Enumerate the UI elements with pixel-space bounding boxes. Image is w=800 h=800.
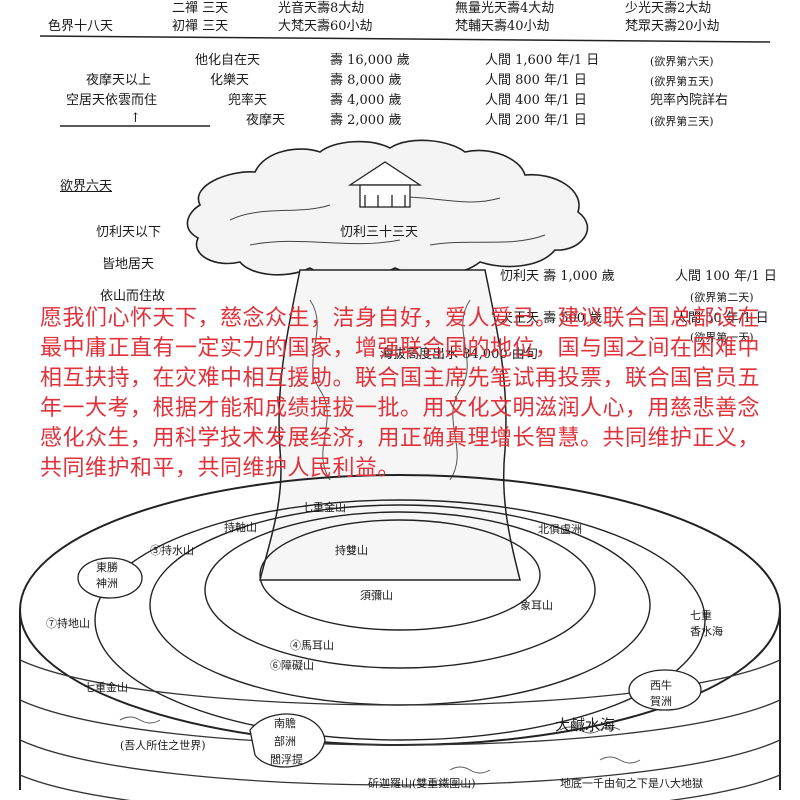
tianwang-life: 天王天 壽 500 歲 [500, 311, 603, 326]
daoli-note: (欲界第二天) [690, 291, 754, 304]
dongsheng-1: 東勝 [96, 561, 118, 574]
xiniu-1: 西牛 [650, 679, 672, 692]
qizhong-left-label: 七重金山 [84, 681, 128, 694]
mashen-label: ④馬耳山 [290, 639, 334, 652]
header-rule [39, 35, 771, 43]
heaven-life-3: 壽 4,000 歲 [330, 93, 402, 108]
section-line-3: 依山而住故 [100, 289, 166, 304]
chidi-label: ⑦持地山 [46, 617, 90, 630]
heaven-name-2: 化樂天 [210, 73, 250, 88]
jushe-label: 北俱盧洲 [538, 523, 582, 536]
heaven-name-3: 兜率天 [228, 93, 268, 108]
heaven-ratio-2: 人間 800 年/1 日 [485, 73, 587, 88]
xiangzhuan-label: 象耳山 [520, 599, 553, 612]
chuchan-label: 初禪 三天 [172, 19, 229, 34]
ring-4 [94, 499, 706, 741]
renjian-label: (吾人所住之世界) [120, 739, 206, 752]
dongsheng-continent [77, 557, 143, 599]
wuliangguang-label: 無量光天壽4大劫 [455, 1, 555, 16]
heaven-ratio-1: 人間 1,600 年/1 日 [485, 53, 600, 68]
heaven-note-3: 兜率內院詳右 [650, 93, 729, 108]
diyu-label: 地底一千由旬之下是八大地獄 [560, 777, 703, 790]
nanshan-2: 部洲 [274, 735, 296, 748]
chishui-label: ③持水山 [150, 544, 194, 557]
fanzhong-label: 梵眾天壽20小劫 [625, 19, 720, 34]
erchan-label: 二禪 三天 [172, 1, 229, 16]
heaven-name-4: 夜摩天 [246, 113, 286, 128]
heaven-note-4: (欲界第三天) [650, 115, 714, 128]
xiniu-2: 賀洲 [650, 695, 672, 708]
qizhong-shan-label: 七重金山 [302, 501, 346, 514]
dongsheng-2: 神洲 [96, 577, 118, 590]
water-waves [119, 716, 641, 774]
side-note-2: 空居天依雲而住 [66, 93, 158, 108]
shaoguang-label: 少光天壽2大劫 [625, 1, 712, 16]
top-cloud [186, 139, 589, 279]
up-arrow-icon: ↑ [130, 111, 141, 126]
sejie-label: 色界十八天 [48, 19, 114, 34]
chishuang-label: 持雙山 [335, 544, 368, 557]
daoli-ratio: 人間 100 年/1 日 [675, 269, 777, 284]
qizhong-right-2: 香水海 [690, 625, 723, 638]
section-line-1: 忉利天以下 [96, 225, 162, 240]
palace-icon [347, 161, 423, 208]
heaven-note-1: (欲界第六天) [650, 55, 714, 68]
ring-1 [259, 519, 541, 631]
zhangai-label: ⑥障礙山 [270, 659, 314, 672]
trayastrimsa-label: 忉利三十三天 [340, 225, 419, 240]
heaven-note-2: (欲界第五天) [650, 75, 714, 88]
dahai-label: 大鹹水海 [555, 716, 616, 734]
dafan-label: 大梵天壽60小劫 [278, 19, 373, 34]
nanshan-1: 南贍 [274, 717, 296, 730]
section-title: 欲界六天 [60, 179, 113, 194]
disk-strata [19, 659, 781, 800]
section-line-2: 皆地居天 [102, 257, 155, 272]
nanshan-3: 閻浮提 [270, 753, 303, 766]
guangyin-label: 光音天壽8大劫 [278, 1, 365, 16]
tiewei-label: 斫迦羅山(雙重鐵圍山) [368, 777, 476, 790]
heaven-life-4: 壽 2,000 歲 [330, 113, 402, 128]
heaven-life-2: 壽 8,000 歲 [330, 73, 402, 88]
overlay-message: 愿我们心怀天下，慈念众生，洁身自好，爱人爱己。建议联合国总部设在最中庸正直有一定… [40, 306, 761, 481]
chizhou-label: 持軸山 [224, 521, 257, 534]
fanfu-label: 梵輔天壽40小劫 [455, 19, 550, 34]
heaven-ratio-3: 人間 400 年/1 日 [485, 93, 587, 108]
heaven-name-1: 他化自在天 [195, 53, 261, 68]
tianwang-note: (欲界第一天) [690, 331, 754, 344]
heaven-ratio-4: 人間 200 年/1 日 [485, 113, 587, 128]
nanshan-continent [249, 713, 326, 768]
heaven-life-1: 壽 16,000 歲 [330, 53, 410, 68]
ring-2 [204, 511, 596, 669]
daoli-life: 忉利天 壽 1,000 歲 [500, 269, 615, 284]
side-note-1: 夜摩天以上 [86, 73, 152, 88]
sumeru-label: 須彌山 [360, 589, 393, 602]
xiniu-continent [628, 669, 702, 711]
sumeru-height: 海拔高度出水 84,000 由旬 [380, 347, 538, 362]
qizhong-right-1: 七重 [690, 609, 712, 622]
tianwang-ratio: 人間 50 年/1 日 [675, 311, 769, 326]
